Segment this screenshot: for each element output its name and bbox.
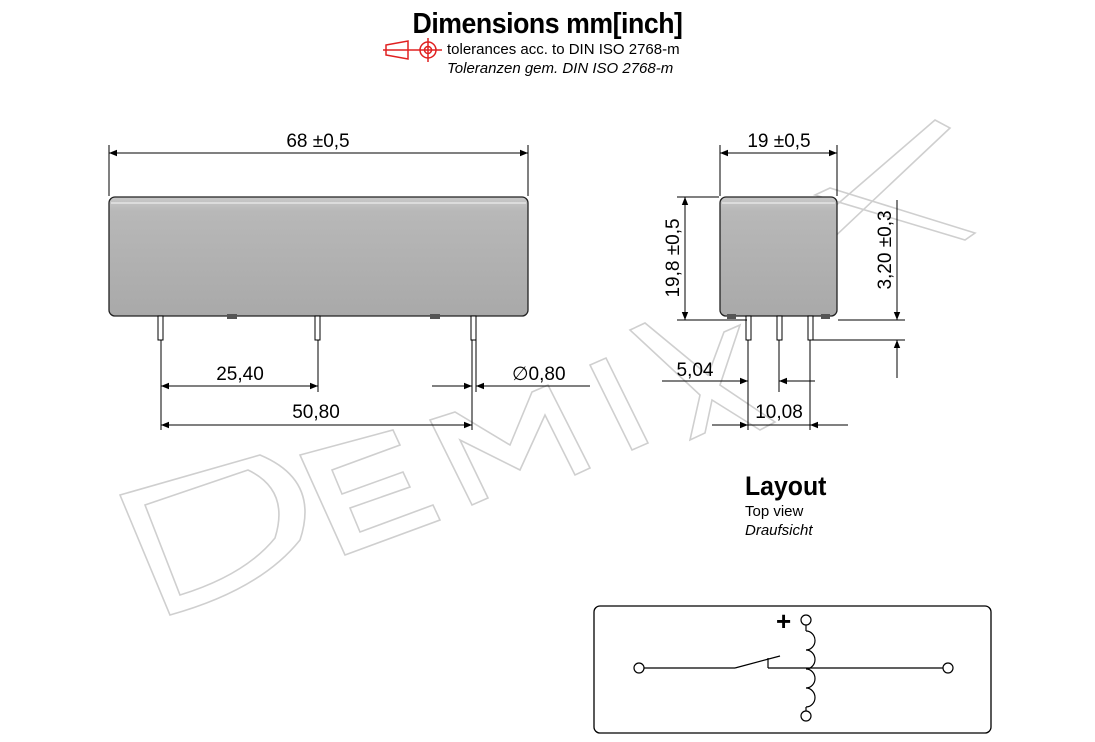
- relay-body-front: [108, 196, 529, 317]
- dim-height: 19,8 ±0,5: [663, 218, 684, 297]
- dim-pin-length: 3,20 ±0,3: [875, 210, 896, 289]
- pin: [470, 315, 477, 341]
- pin: [314, 315, 321, 341]
- switch-contact: [734, 655, 781, 669]
- pin: [157, 315, 164, 341]
- coil-icon: [805, 630, 816, 708]
- pin: [776, 315, 783, 341]
- dim-pitch-1: 25,40: [216, 364, 264, 385]
- dim-pin-diameter: ∅0,80: [512, 364, 566, 385]
- tolerance-note-de: Toleranzen gem. DIN ISO 2768-m: [447, 60, 674, 77]
- dim-pitch-2: 50,80: [292, 402, 340, 423]
- coil-plus-sign: +: [776, 606, 791, 636]
- page-title: Dimensions mm[inch]: [412, 8, 683, 40]
- tolerance-projection-icon: [383, 38, 442, 62]
- layout-subtitle-en: Top view: [745, 503, 804, 520]
- dim-width: 19 ±0,5: [747, 131, 810, 152]
- layout-subtitle-de: Draufsicht: [745, 522, 813, 539]
- dim-length: 68 ±0,5: [286, 131, 349, 152]
- side-view: 19 ±0,5 19,8 ±0,5 3,20 ±0,3 5,04 10,08: [662, 131, 905, 430]
- tolerance-note-en: tolerances acc. to DIN ISO 2768-m: [447, 41, 680, 58]
- pin: [807, 315, 814, 341]
- watermark: [118, 119, 977, 616]
- layout-frame: [593, 605, 992, 734]
- front-view: 68 ±0,5 25,40 50,80 ∅0,80: [108, 131, 590, 430]
- layout-title: Layout: [745, 471, 827, 501]
- dim-offset-2: 10,08: [755, 402, 803, 423]
- layout-schematic: +: [593, 605, 992, 734]
- relay-body-side: [719, 196, 838, 317]
- dim-offset-1: 5,04: [677, 360, 714, 381]
